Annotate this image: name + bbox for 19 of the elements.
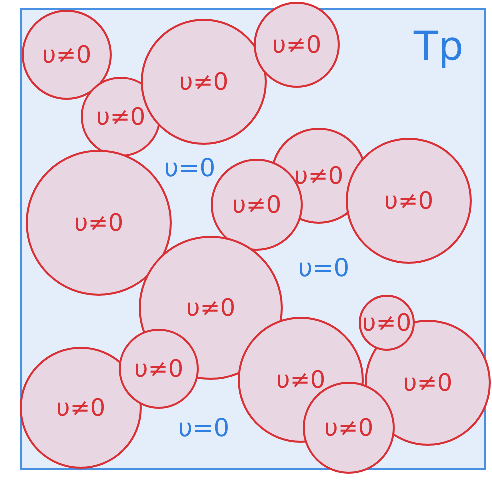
velocity-label: υ=0: [164, 154, 216, 182]
velocity-label: υ≠0: [42, 41, 92, 69]
velocity-label: υ≠0: [324, 414, 374, 442]
velocity-label: υ≠0: [232, 191, 282, 219]
velocity-label: υ≠0: [56, 394, 106, 422]
velocity-label: υ≠0: [276, 366, 326, 394]
velocity-label: υ≠0: [186, 294, 236, 322]
velocity-label: υ≠0: [96, 103, 146, 131]
region-label: Tp: [414, 24, 464, 70]
velocity-label: υ≠0: [384, 187, 434, 215]
velocity-label: υ≠0: [403, 369, 453, 397]
velocity-label: υ≠0: [272, 31, 322, 59]
velocity-label: υ≠0: [74, 209, 124, 237]
velocity-label: υ≠0: [294, 162, 344, 190]
velocity-label: υ=0: [178, 414, 230, 442]
velocity-label: υ≠0: [134, 355, 184, 383]
velocity-label: υ≠0: [362, 309, 412, 337]
velocity-label: υ=0: [298, 254, 350, 282]
velocity-label: υ≠0: [179, 68, 229, 96]
